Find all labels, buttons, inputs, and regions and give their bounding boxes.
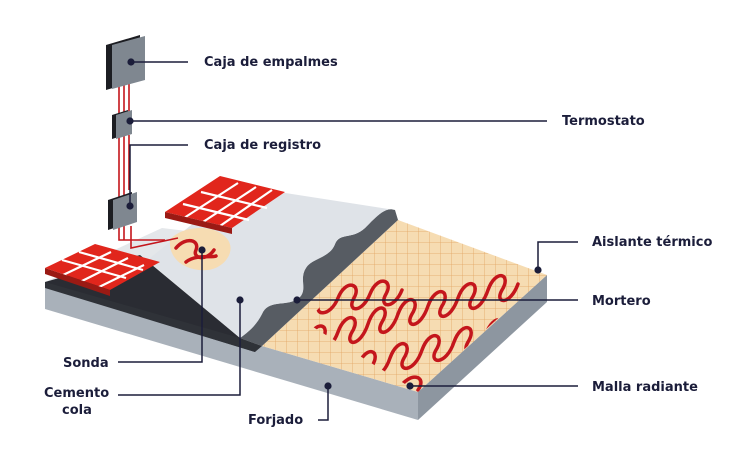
mortar-layer — [240, 209, 398, 346]
label-sonda: Sonda — [63, 356, 109, 371]
label-forjado: Forjado — [248, 413, 303, 428]
thermostat-icon — [112, 110, 132, 139]
label-aislante-termico: Aislante térmico — [592, 235, 712, 250]
label-caja-empalmes: Caja de empalmes — [204, 55, 338, 70]
label-cola: cola — [62, 403, 92, 418]
leader-lines — [118, 61, 578, 421]
tiles-back — [165, 176, 285, 234]
label-malla-radiante: Malla radiante — [592, 380, 698, 395]
registry-box-icon — [108, 192, 137, 230]
label-mortero: Mortero — [592, 294, 651, 309]
label-termostato: Termostato — [562, 114, 645, 129]
callout-dots — [126, 58, 542, 390]
label-caja-registro: Caja de registro — [204, 138, 321, 153]
tiles-front — [45, 244, 160, 296]
label-cemento: Cemento — [44, 386, 109, 401]
